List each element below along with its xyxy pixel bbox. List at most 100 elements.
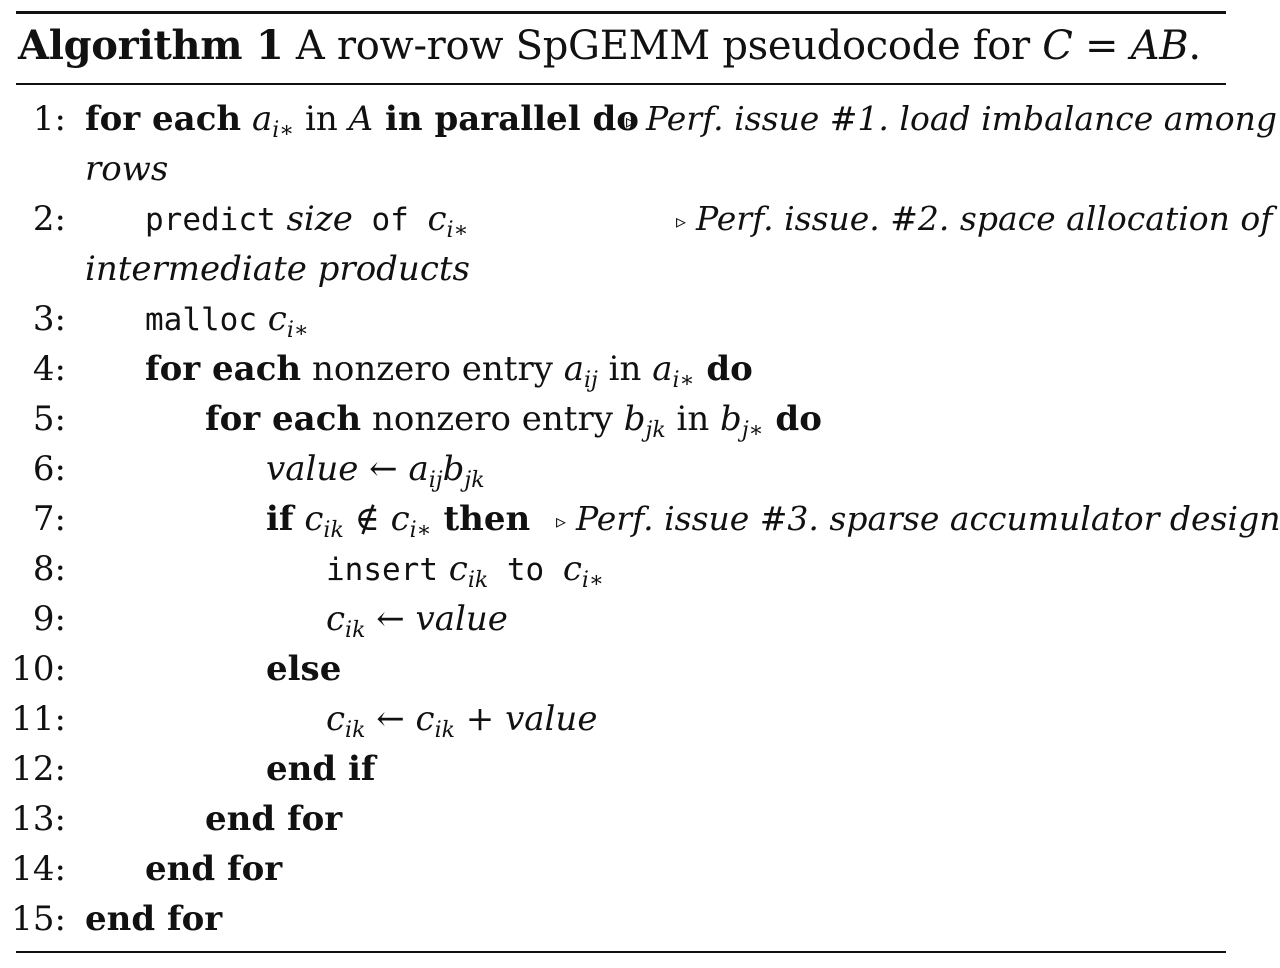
line-code: predict size of ci∗ (145, 194, 469, 245)
algo-line: 6: value ← aijbjk (0, 444, 1240, 494)
operator: ← (365, 599, 416, 639)
line-code: end for (85, 894, 222, 944)
line-code: for each ai∗ in A in parallel do (85, 94, 639, 144)
line-number: 9: (32, 599, 66, 639)
math-var: c (415, 699, 435, 739)
code-text: nonzero entry (361, 399, 624, 439)
math-var: size (275, 199, 353, 239)
algo-line: 4: for each nonzero entry aij in ai∗ do (0, 344, 1240, 394)
algorithm-label: Algorithm 1 (18, 22, 284, 69)
math-var: value (505, 699, 598, 739)
algo-line: 5: for each nonzero entry bjk in bj∗ do (0, 394, 1240, 444)
top-rule (16, 11, 1226, 14)
code-keyword: malloc (145, 302, 257, 338)
subscript: jk (645, 418, 666, 443)
algo-line: 12: end if (0, 744, 1240, 794)
line-code: end for (145, 844, 282, 894)
line-code: for each nonzero entry bjk in bj∗ do (205, 394, 822, 444)
math-var: c (293, 499, 324, 539)
subscript: i∗ (672, 368, 695, 393)
bottom-rule (16, 951, 1226, 953)
keyword: end for (85, 899, 223, 939)
keyword: do (694, 349, 753, 389)
line-number: 14: (11, 849, 66, 889)
subscript: ik (323, 518, 344, 543)
code-keyword: of (352, 202, 428, 238)
keyword: for each (145, 349, 302, 389)
line-code: for each nonzero entry aij in ai∗ do (145, 344, 753, 394)
subscript: j∗ (741, 418, 764, 443)
caption-text: A row-row SpGEMM pseudocode for (283, 23, 1043, 69)
algo-line: 15: end for (0, 894, 1240, 944)
operator: ← (358, 449, 409, 489)
math-var: a (563, 349, 585, 389)
comment-continuation: intermediate products (85, 249, 470, 289)
line-code: malloc ci∗ (145, 294, 309, 345)
math-var: c (390, 499, 410, 539)
algo-line: 3: malloc ci∗ (0, 294, 1240, 344)
subscript: i∗ (446, 218, 469, 243)
keyword: else (266, 649, 342, 689)
line-number: 6: (32, 449, 66, 489)
keyword: in parallel do (373, 99, 639, 139)
math-var: A (348, 99, 374, 139)
algo-line: 8: insert cik to ci∗ (0, 544, 1240, 594)
line-number: 10: (11, 649, 66, 689)
line-number: 2: (32, 199, 66, 239)
algo-line-continuation: rows (0, 144, 1240, 194)
subscript: jk (464, 468, 485, 493)
comment-marker-icon: ▹ (626, 109, 637, 133)
math-var: a (408, 449, 429, 489)
keyword: do (763, 399, 822, 439)
subscript: ij (428, 468, 443, 493)
math-var: c (562, 549, 582, 589)
keyword: end if (266, 749, 376, 789)
keyword: for each (85, 99, 242, 139)
line-number: 8: (32, 549, 66, 589)
header-rule (16, 83, 1226, 85)
line-code: else (266, 644, 341, 694)
comment-text: Perf. issue #1. load imbalance among (646, 99, 1277, 138)
algo-line: 10: else (0, 644, 1240, 694)
keyword: for each (205, 399, 362, 439)
subscript: ik (434, 718, 455, 743)
operator: ∉ (343, 499, 391, 539)
math-var: c (256, 299, 287, 339)
line-code: value ← aijbjk (266, 444, 485, 494)
algo-line: 11: cik ← cik + value (0, 694, 1240, 744)
math-var: b (623, 399, 646, 439)
algo-line-continuation: intermediate products (0, 244, 1240, 294)
line-code: if cik ∉ ci∗ then (266, 494, 530, 544)
line-number: 7: (32, 499, 66, 539)
code-keyword: insert (326, 552, 438, 588)
math-var: b (442, 449, 465, 489)
keyword: end for (145, 849, 283, 889)
code-text: in (665, 399, 721, 439)
line-number: 3: (32, 299, 66, 339)
math-var: c (326, 699, 346, 739)
line-number: 15: (11, 899, 66, 939)
comment-marker-icon: ▹ (556, 509, 567, 533)
comment-text: Perf. issue #3. sparse accumulator desig… (576, 499, 1280, 538)
algo-line: 14: end for (0, 844, 1240, 894)
keyword: then (431, 499, 531, 539)
subscript: i∗ (272, 118, 295, 143)
line-code: cik ← value (326, 594, 508, 644)
line-code: end for (205, 794, 342, 844)
subscript: ik (345, 718, 366, 743)
subscript: i∗ (409, 518, 432, 543)
code-keyword: predict (145, 202, 276, 238)
math-var: c (427, 199, 447, 239)
line-code: end if (266, 744, 376, 794)
caption-math: C = AB (1042, 23, 1189, 69)
algo-line: 9: cik ← value (0, 594, 1240, 644)
line-number: 12: (11, 749, 66, 789)
algo-line: 1: for each ai∗ in A in parallel do ▹Per… (0, 94, 1277, 144)
subscript: ik (345, 618, 366, 643)
line-number: 13: (11, 799, 66, 839)
algo-line: 7: if cik ∉ ci∗ then ▹ Perf. issue #3. sp… (0, 494, 1280, 544)
subscript: ik (467, 568, 489, 593)
code-text: in (597, 349, 653, 389)
subscript: i∗ (286, 318, 309, 343)
code-text: in (294, 99, 349, 139)
